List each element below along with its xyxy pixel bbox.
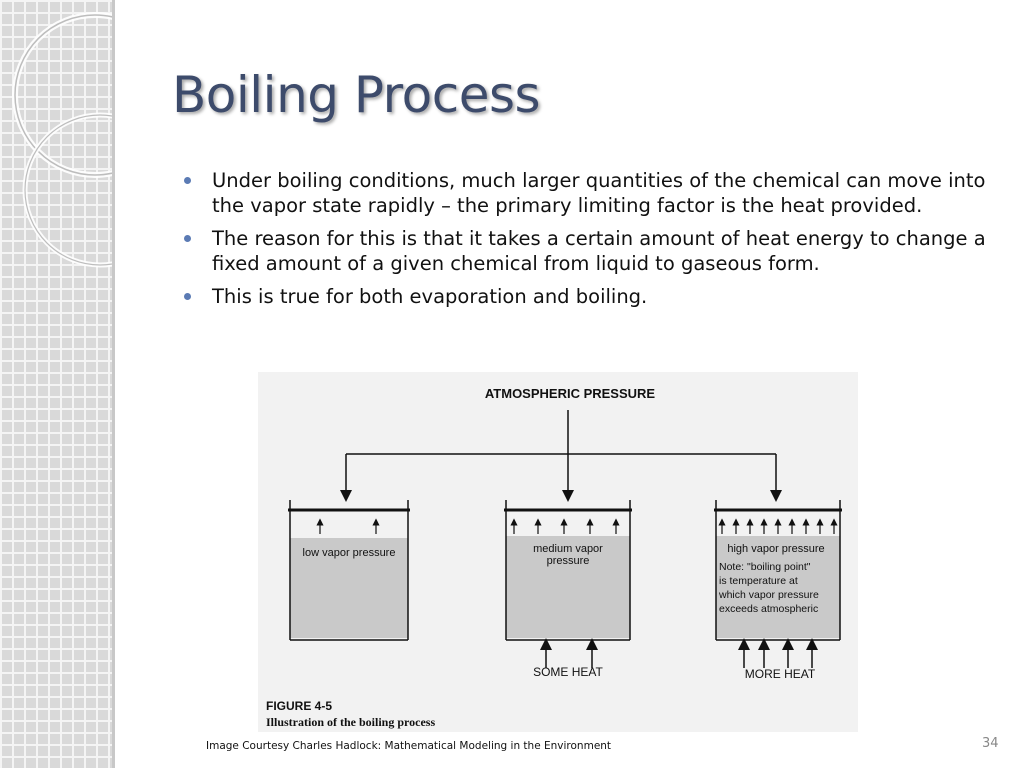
boiling-diagram: ATMOSPHERIC PRESSURE low vapor pressure xyxy=(266,386,842,729)
figure-caption-title: FIGURE 4-5 xyxy=(266,699,332,713)
some-heat-label: SOME HEAT xyxy=(533,665,603,679)
container-high-vapor: high vapor pressure Note: "boiling point… xyxy=(714,500,842,681)
bullet-text: Under boiling conditions, much larger qu… xyxy=(212,169,986,217)
sidebar-rings xyxy=(12,12,112,268)
image-courtesy: Image Courtesy Charles Hadlock: Mathemat… xyxy=(206,740,612,752)
bullet-item: The reason for this is that it takes a c… xyxy=(180,226,1000,276)
medium-vapor-label-line2: pressure xyxy=(547,555,590,567)
medium-vapor-label-line1: medium vapor xyxy=(533,543,603,555)
sidebar-edge xyxy=(112,0,115,768)
bullet-dot-icon xyxy=(184,177,191,184)
boiling-note-line2: is temperature at xyxy=(719,575,798,587)
bullet-text: This is true for both evaporation and bo… xyxy=(212,285,648,308)
slide-title: Boiling Process xyxy=(172,66,541,124)
high-vapor-pressure-label: high vapor pressure xyxy=(727,543,824,555)
bullet-dot-icon xyxy=(184,235,191,242)
bullet-list: Under boiling conditions, much larger qu… xyxy=(180,168,1000,317)
low-vapor-pressure-label: low vapor pressure xyxy=(303,547,396,559)
container-low-vapor: low vapor pressure xyxy=(288,500,410,641)
page-number: 34 xyxy=(982,736,999,751)
bullet-text: The reason for this is that it takes a c… xyxy=(212,227,986,275)
boiling-note-line1: Note: "boiling point" xyxy=(719,561,811,573)
boiling-note-line4: exceeds atmospheric xyxy=(719,603,818,615)
container-medium-vapor: medium vapor pressure SOME HEAT xyxy=(504,500,632,679)
more-heat-label: MORE HEAT xyxy=(745,667,816,681)
bullet-dot-icon xyxy=(184,293,191,300)
atmospheric-pressure-label: ATMOSPHERIC PRESSURE xyxy=(485,386,656,401)
boiling-figure: ATMOSPHERIC PRESSURE low vapor pressure xyxy=(258,372,858,732)
boiling-note-line3: which vapor pressure xyxy=(718,589,819,601)
figure-caption-text: Illustration of the boiling process xyxy=(266,715,435,729)
decorative-sidebar xyxy=(0,0,112,768)
bullet-item: Under boiling conditions, much larger qu… xyxy=(180,168,1000,218)
bullet-item: This is true for both evaporation and bo… xyxy=(180,284,1000,309)
